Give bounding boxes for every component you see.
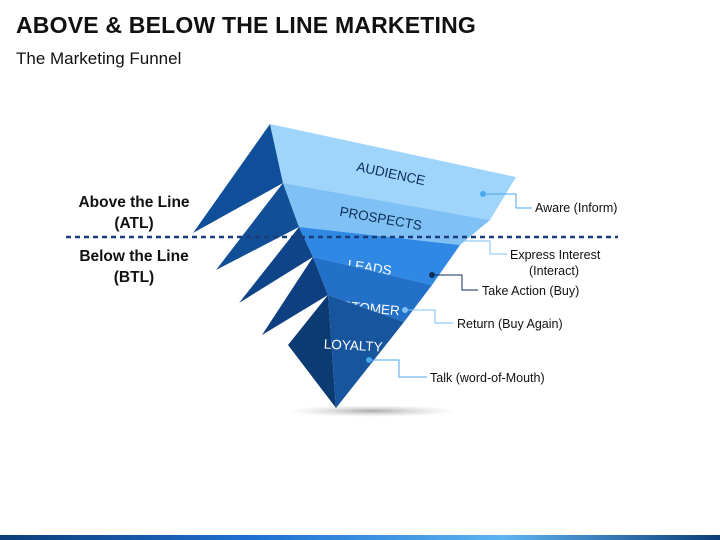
leads-top-face (299, 227, 460, 285)
above-line-abbr: (ATL) (114, 215, 154, 232)
prospects-connector (459, 240, 507, 255)
leads-callout: Take Action (Buy) (482, 284, 579, 298)
stage-prospects: PROSPECTS (216, 183, 490, 270)
loyalty-connector (369, 359, 427, 378)
customer-dot (402, 307, 408, 313)
customer-connector (405, 309, 453, 324)
customer-callout: Return (Buy Again) (457, 317, 563, 331)
loyalty-side-face (288, 295, 336, 408)
leads-dot (429, 272, 435, 278)
stage-loyalty: LOYALTY (288, 295, 404, 408)
prospects-callout-line1: Express Interest (510, 248, 601, 262)
loyalty-front-face (328, 295, 404, 408)
prospects-side-face (216, 183, 299, 270)
audience-connector (483, 193, 532, 209)
loyalty-label: LOYALTY (323, 336, 382, 354)
below-line-text: Below the Line (79, 248, 189, 265)
stage-audience: AUDIENCE (193, 124, 516, 233)
prospects-dot (456, 238, 462, 244)
customer-side-face (262, 257, 328, 335)
page-subtitle: The Marketing Funnel (16, 49, 182, 68)
leads-side-face (239, 227, 313, 303)
above-the-line-label: Above the Line (ATL) (59, 192, 209, 234)
customer-top-face (313, 257, 432, 322)
funnel-shadow (286, 405, 458, 417)
footer-accent-bar (0, 535, 720, 540)
audience-callout: Aware (Inform) (535, 201, 617, 215)
page-title: ABOVE & BELOW THE LINE MARKETING (16, 12, 477, 38)
loyalty-callout: Talk (word-of-Mouth) (430, 371, 545, 385)
stage-leads: LEADS (239, 227, 460, 303)
prospects-callout-line2: (Interact) (529, 264, 579, 278)
callout-connectors (369, 193, 532, 378)
callout-dots (366, 191, 486, 363)
audience-dot (480, 191, 486, 197)
audience-side-face (193, 124, 283, 233)
below-the-line-label: Below the Line (BTL) (59, 246, 209, 288)
loyalty-dot (366, 357, 372, 363)
leads-connector (432, 274, 478, 291)
below-line-abbr: (BTL) (113, 269, 155, 286)
prospects-top-face (283, 183, 490, 245)
above-line-text: Above the Line (78, 194, 190, 211)
audience-top-face (270, 124, 516, 220)
